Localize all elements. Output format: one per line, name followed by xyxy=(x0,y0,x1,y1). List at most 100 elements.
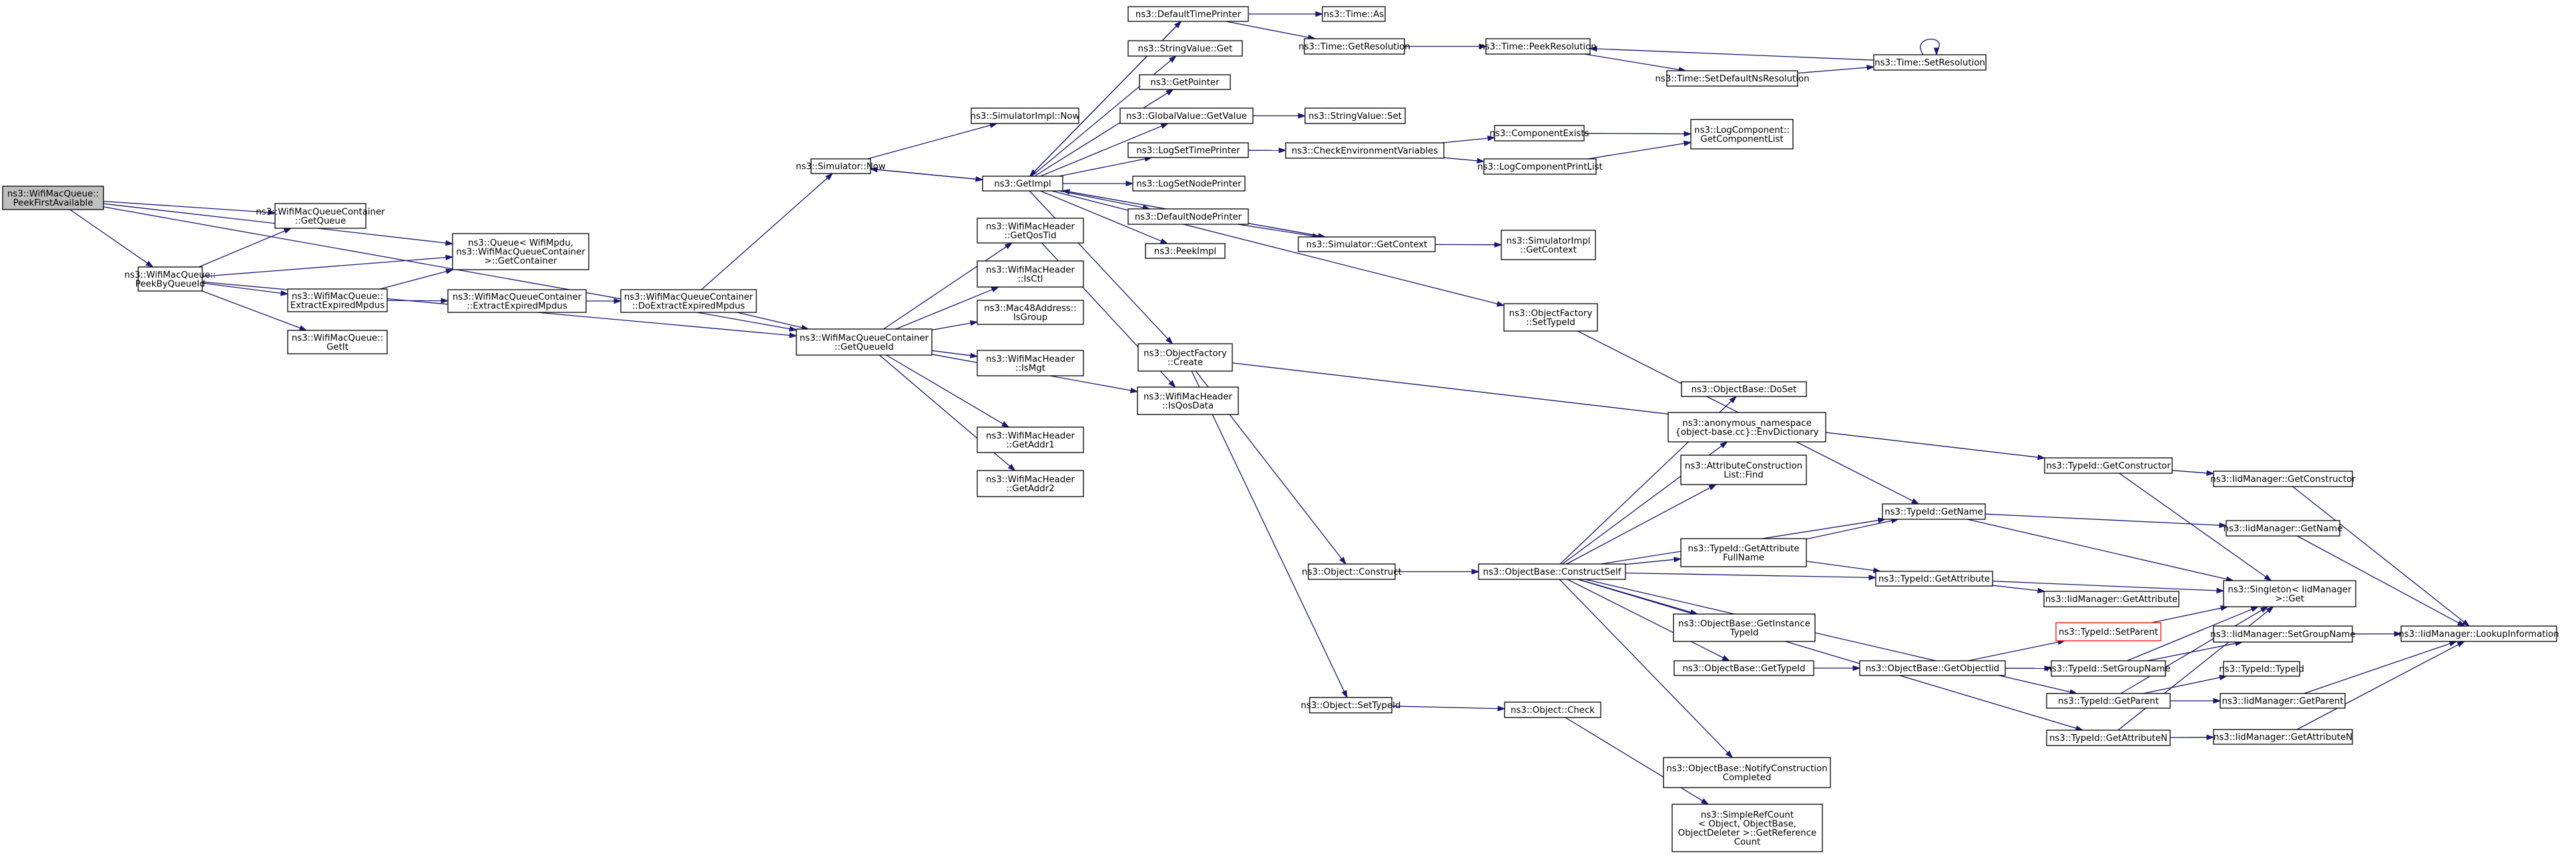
node-constructself[interactable]: ns3::ObjectBase::ConstructSelf xyxy=(1478,563,1626,580)
arrowhead xyxy=(2044,665,2053,671)
node-objectfactory-create[interactable]: ns3::ObjectFactory::Create xyxy=(1137,343,1233,372)
node-typeid-getparent[interactable]: ns3::TypeId::GetParent xyxy=(2046,693,2171,709)
node-wmqc-doextract[interactable]: ns3::WifiMacQueueContainer::DoExtractExp… xyxy=(620,289,757,313)
arrowhead xyxy=(2462,619,2471,627)
node-isgroup[interactable]: ns3::Mac48Address::IsGroup xyxy=(977,300,1084,325)
node-envdictionary[interactable]: ns3::anonymous_namespace{object-base.cc}… xyxy=(1667,412,1826,443)
node-objectbase-gettypeid[interactable]: ns3::ObjectBase::GetTypeId xyxy=(1673,660,1814,676)
node-wmq-extractexpired[interactable]: ns3::WifiMacQueue::ExtractExpiredMpdus xyxy=(287,288,388,312)
edge-line xyxy=(1238,224,1313,237)
node-getaddr1[interactable]: ns3::WifiMacHeader::GetAddr1 xyxy=(977,426,1084,453)
node-logcomponentprintlist[interactable]: ns3::LogComponentPrintList xyxy=(1477,158,1603,175)
node-logsettimeprinter[interactable]: ns3::LogSetTimePrinter xyxy=(1127,142,1249,158)
node-wmqc-extractexpired[interactable]: ns3::WifiMacQueueContainer::ExtractExpir… xyxy=(447,289,587,313)
node-wmqc-getqueueid[interactable]: ns3::WifiMacQueueContainer::GetQueueId xyxy=(796,328,933,356)
edge-line xyxy=(1806,561,1874,571)
edge-getimpl-to-getpointer xyxy=(1034,89,1174,177)
node-time-as[interactable]: ns3::Time::As xyxy=(1322,6,1386,22)
node-defaultnodeprinter[interactable]: ns3::DefaultNodePrinter xyxy=(1127,208,1249,225)
node-time-getresolution[interactable]: ns3::Time::GetResolution xyxy=(1298,38,1410,55)
node-notifyconstructioncompleted[interactable]: ns3::ObjectBase::NotifyConstructionCompl… xyxy=(1663,757,1831,788)
node-peekbyqueueid[interactable]: ns3::WifiMacQueue::PeekByQueueId xyxy=(124,266,216,292)
node-root: ns3::WifiMacQueue::PeekFirstAvailable xyxy=(2,186,104,210)
node-logcomponent-getlist[interactable]: ns3::LogComponent::GetComponentList xyxy=(1690,119,1794,150)
node-iid-setgroupname[interactable]: ns3::IidManager::SetGroupName xyxy=(2210,625,2356,643)
node-isctl[interactable]: ns3::WifiMacHeader::IsCtl xyxy=(977,260,1084,288)
node-box xyxy=(1127,208,1249,225)
node-typeid-typeid[interactable]: ns3::TypeId::TypeId xyxy=(2219,661,2304,677)
node-getqostid[interactable]: ns3::WifiMacHeader::GetQosTid xyxy=(977,218,1084,244)
node-typeid-getattributen[interactable]: ns3::TypeId::GetAttributeN xyxy=(2046,730,2171,746)
node-box xyxy=(1859,660,2006,676)
arrowhead xyxy=(1278,148,1287,154)
node-time-peekresolution[interactable]: ns3::Time::PeekResolution xyxy=(1479,38,1597,55)
node-componentexists[interactable]: ns3::ComponentExists xyxy=(1489,125,1589,141)
node-checkenv[interactable]: ns3::CheckEnvironmentVariables xyxy=(1285,142,1445,159)
node-label: ns3::Time::SetResolution xyxy=(1874,58,1985,68)
node-stringvalue-set[interactable]: ns3::StringValue::Set xyxy=(1304,107,1406,124)
node-ismgt[interactable]: ns3::WifiMacHeader::IsMgt xyxy=(977,350,1084,376)
node-isqosdata[interactable]: ns3::WifiMacHeader::IsQosData xyxy=(1137,386,1239,415)
node-wmqc-getqueue[interactable]: ns3::WifiMacQueueContainer::GetQueue xyxy=(256,203,385,229)
node-globalvalue-getvalue[interactable]: ns3::GlobalValue::GetValue xyxy=(1119,107,1254,124)
arrowhead xyxy=(2266,606,2274,613)
node-box xyxy=(620,289,757,313)
node-getpointer[interactable]: ns3::GetPointer xyxy=(1139,74,1231,90)
node-doset[interactable]: ns3::ObjectBase::DoSet xyxy=(1681,381,1807,397)
node-object-check[interactable]: ns3::Object::Check xyxy=(1504,701,1601,718)
node-wmq-getit[interactable]: ns3::WifiMacQueue::GetIt xyxy=(287,330,388,354)
edge-typeid_getattributefullname-to-typeid_getname xyxy=(1806,518,1900,540)
edge-object_construct-to-constructself xyxy=(1395,569,1480,575)
node-queue-getcontainer[interactable]: ns3::Queue< WifiMpdu,ns3::WifiMacQueueCo… xyxy=(452,233,589,270)
node-simplerefcount[interactable]: ns3::SimpleRefCount< Object, ObjectBase,… xyxy=(1671,804,1823,852)
node-object-settypeid[interactable]: ns3::Object::SetTypeId xyxy=(1301,697,1401,714)
arrowhead xyxy=(145,260,154,268)
node-box xyxy=(1690,119,1794,150)
node-label: ns3::IidManager::GetAttribute xyxy=(2045,595,2177,605)
arrowhead xyxy=(869,167,878,173)
node-simimpl-getcontext[interactable]: ns3::SimulatorImpl::GetContext xyxy=(1501,230,1596,260)
edge-line xyxy=(2120,609,2262,694)
node-typeid-getname[interactable]: ns3::TypeId::GetName xyxy=(1882,503,1986,520)
node-sim-now[interactable]: ns3::Simulator::Now xyxy=(796,158,886,174)
node-iid-lookupinformation[interactable]: ns3::IidManager::LookupInformation xyxy=(2398,625,2559,642)
edge-time_peekresolution-to-time_setdefaultns xyxy=(1584,53,1687,73)
node-box xyxy=(1666,70,1798,87)
node-getimpl[interactable]: ns3::GetImpl xyxy=(982,176,1063,192)
node-label: ns3::WifiMacQueueContainer xyxy=(624,292,754,302)
arrowhead xyxy=(1125,180,1134,187)
arrowhead xyxy=(969,320,979,326)
node-object-construct[interactable]: ns3::Object::Construct xyxy=(1302,563,1402,580)
node-label: ns3::WifiMacHeader xyxy=(986,265,1075,275)
node-objectfactory-settypeid[interactable]: ns3::ObjectFactory::SetTypeId xyxy=(1503,303,1598,332)
arrowhead xyxy=(268,210,276,216)
node-defaulttimeprinter[interactable]: ns3::DefaultTimePrinter xyxy=(1127,6,1249,22)
node-label: ::GetAddr2 xyxy=(1006,484,1054,494)
node-iid-getparent[interactable]: ns3::IidManager::GetParent xyxy=(2220,693,2346,709)
node-singleton-get[interactable]: ns3::Singleton< IidManager>::Get xyxy=(2223,580,2356,607)
node-peekimpl[interactable]: ns3::PeekImpl xyxy=(1145,243,1226,259)
node-logsetnodeprinter[interactable]: ns3::LogSetNodePrinter xyxy=(1132,176,1246,192)
node-iid-getattributen[interactable]: ns3::IidManager::GetAttributeN xyxy=(2213,729,2353,745)
edge-line xyxy=(1029,190,1168,340)
node-sim-getcontext[interactable]: ns3::Simulator::GetContext xyxy=(1298,236,1436,252)
node-iid-getname[interactable]: ns3::IidManager::GetName xyxy=(2224,520,2343,537)
node-getaddr2[interactable]: ns3::WifiMacHeader::GetAddr2 xyxy=(977,470,1084,497)
node-box xyxy=(2043,591,2179,607)
node-stringvalue-get[interactable]: ns3::StringValue::Get xyxy=(1127,40,1243,57)
node-typeid-setparent[interactable]: ns3::TypeId::SetParent xyxy=(2055,622,2161,641)
node-typeid-setgroupname[interactable]: ns3::TypeId::SetGroupName xyxy=(2046,660,2171,677)
node-typeid-getconstructor[interactable]: ns3::TypeId::GetConstructor xyxy=(2044,457,2173,474)
node-time-setresolution[interactable]: ns3::Time::SetResolution xyxy=(1873,54,1987,71)
node-time-setdefaultns[interactable]: ns3::Time::SetDefaultNsResolution xyxy=(1655,70,1810,87)
node-iid-getattribute[interactable]: ns3::IidManager::GetAttribute xyxy=(2043,591,2179,607)
edge-peekbyqueueid-to-wmq_extractexpired xyxy=(202,282,289,296)
node-simimpl-now[interactable]: ns3::SimulatorImpl::Now xyxy=(971,107,1080,124)
node-iid-getconstructor[interactable]: ns3::IidManager::GetConstructor xyxy=(2210,471,2356,487)
node-typeid-getattribute[interactable]: ns3::TypeId::GetAttribute xyxy=(1875,571,1993,587)
node-objectbase-getobjectiid[interactable]: ns3::ObjectBase::GetObjectIid xyxy=(1859,660,2006,676)
node-label: ns3::IidManager::GetAttributeN xyxy=(2214,733,2352,743)
